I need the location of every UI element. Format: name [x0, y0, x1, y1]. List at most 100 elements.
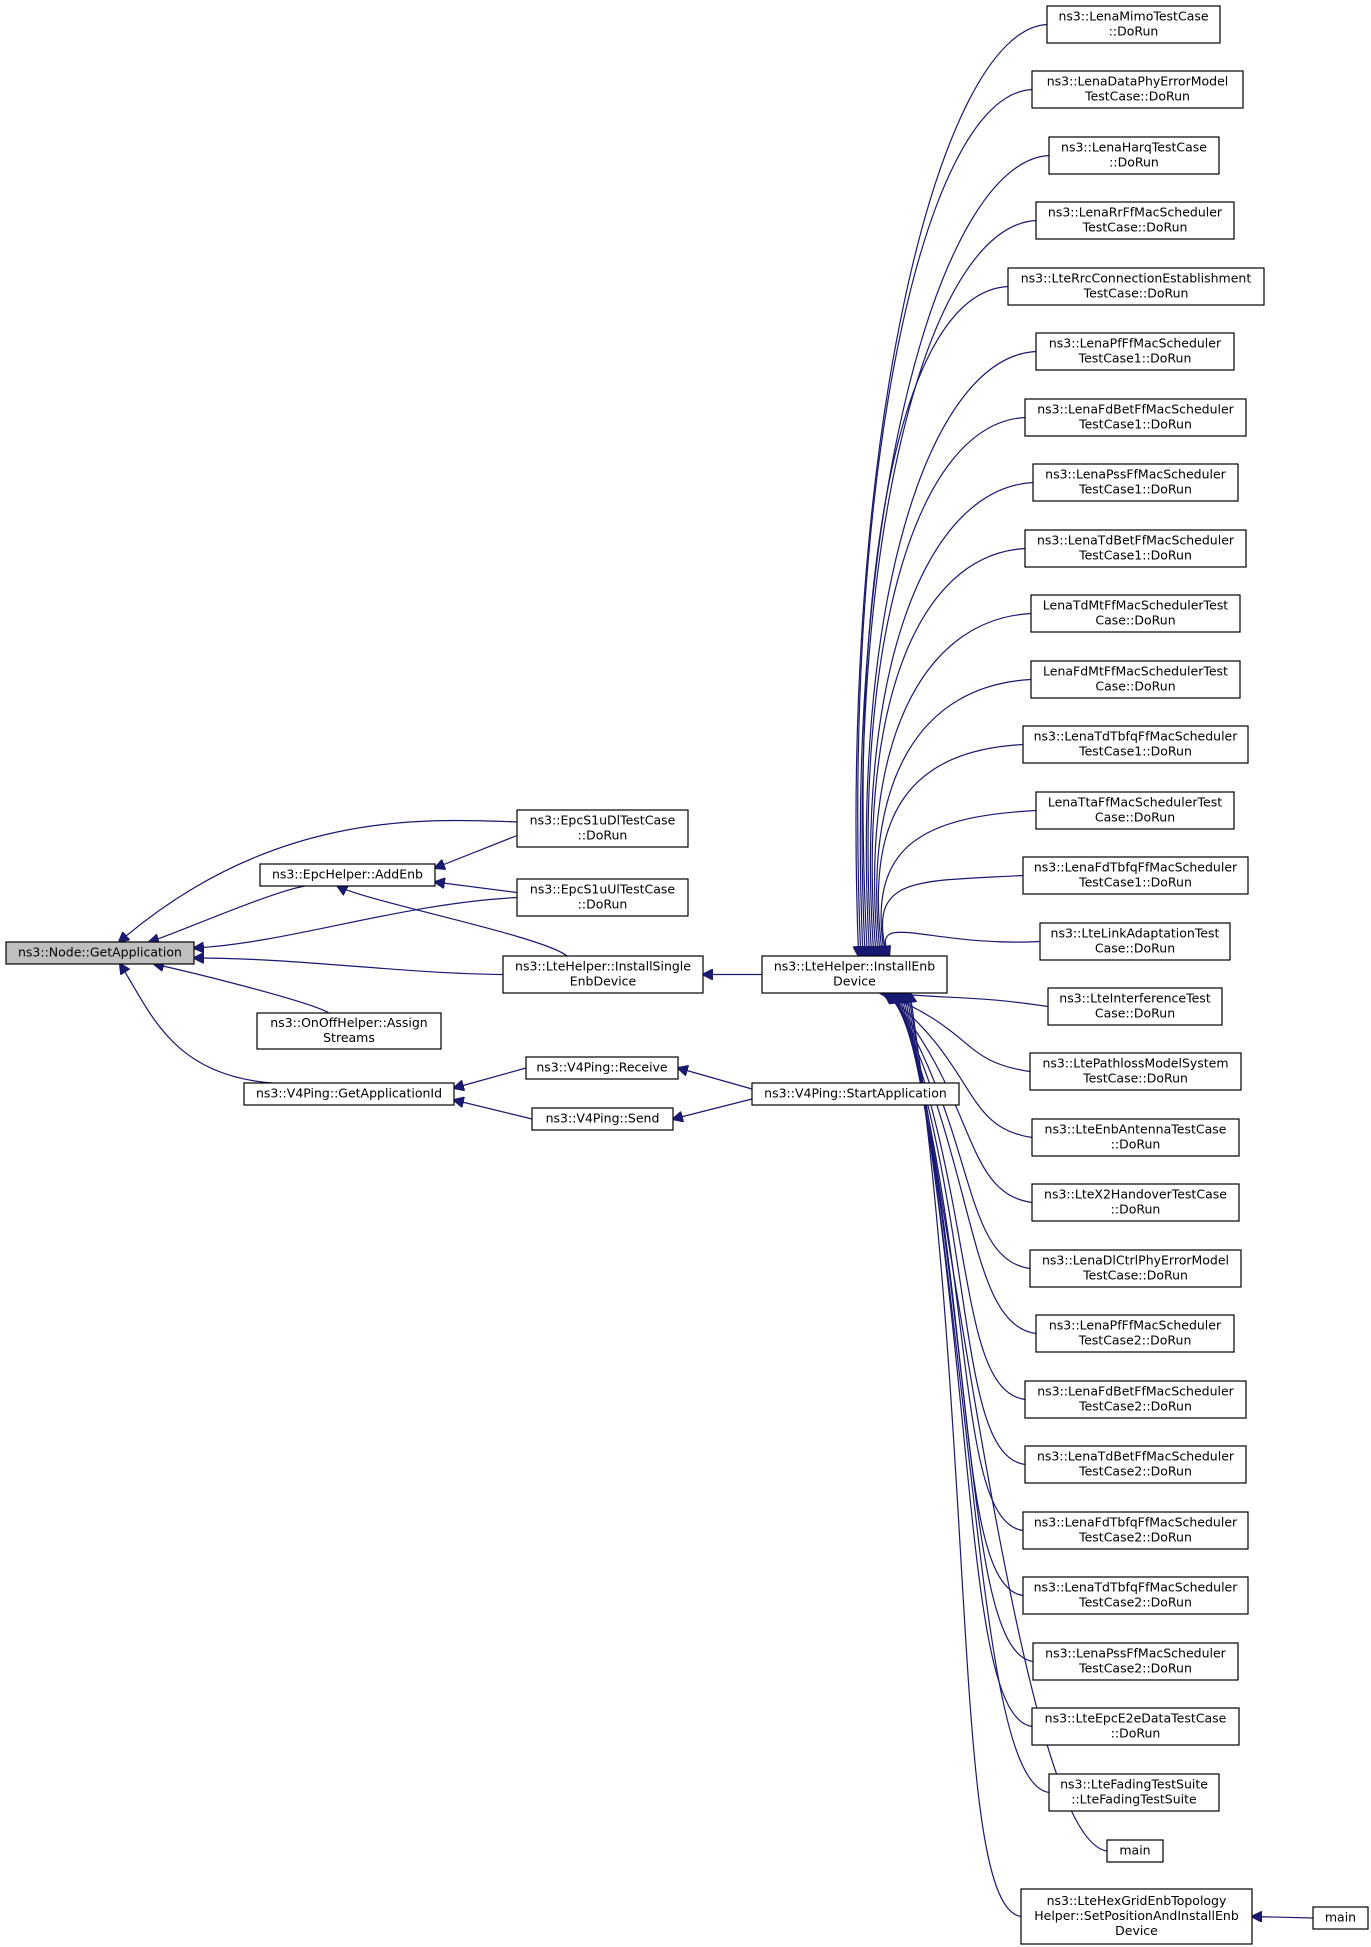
node-r14[interactable]: ns3::LenaFdTbfqFfMacSchedulerTestCase1::… — [1022, 856, 1249, 895]
node-r01-label-line-1: ::DoRun — [1109, 24, 1159, 39]
node-r25[interactable]: ns3::LenaTdTbfqFfMacSchedulerTestCase2::… — [1022, 1576, 1249, 1615]
node-r30-label-line-2: Device — [1115, 1923, 1158, 1938]
node-v4ping_getappid-label-line-0: ns3::V4Ping::GetApplicationId — [256, 1086, 442, 1101]
node-v4ping_start[interactable]: ns3::V4Ping::StartApplication — [751, 1082, 960, 1106]
node-epc_s1u_dl[interactable]: ns3::EpcS1uDlTestCase::DoRun — [516, 809, 689, 848]
node-r19-label-line-1: ::DoRun — [1111, 1202, 1161, 1217]
edge-r06-to-install_enb — [866, 350, 1037, 957]
node-r21-label-line-1: TestCase2::DoRun — [1078, 1333, 1192, 1348]
node-r24-label-line-0: ns3::LenaFdTbfqFfMacScheduler — [1034, 1515, 1238, 1530]
node-epc_s1u_ul[interactable]: ns3::EpcS1uUlTestCase::DoRun — [516, 878, 689, 917]
edge-main2-to-r30 — [1252, 1917, 1314, 1919]
node-r18-label-line-0: ns3::LteEnbAntennaTestCase — [1045, 1122, 1227, 1137]
node-r09[interactable]: ns3::LenaTdBetFfMacSchedulerTestCase1::D… — [1024, 529, 1247, 568]
node-r01[interactable]: ns3::LenaMimoTestCase::DoRun — [1046, 5, 1221, 44]
edge-epc_s1u_ul-to-add_enb — [435, 882, 518, 894]
node-add_enb[interactable]: ns3::EpcHelper::AddEnb — [259, 863, 436, 887]
node-r16-label-line-0: ns3::LteInterferenceTest — [1059, 991, 1211, 1006]
edge-r19-to-install_enb — [887, 993, 1033, 1204]
node-r08[interactable]: ns3::LenaPssFfMacSchedulerTestCase1::DoR… — [1032, 463, 1239, 502]
node-r14-box — [1022, 856, 1249, 895]
node-r15-label-line-0: ns3::LteLinkAdaptationTest — [1051, 926, 1220, 941]
node-r02-box — [1031, 70, 1244, 109]
node-r28-label-line-0: ns3::LteFadingTestSuite — [1060, 1777, 1208, 1792]
node-r28-box — [1048, 1773, 1220, 1812]
node-r21-label-line-0: ns3::LenaPfFfMacScheduler — [1049, 1318, 1222, 1333]
node-r29[interactable]: main — [1106, 1839, 1164, 1863]
node-r21-box — [1035, 1314, 1235, 1353]
node-r23-label-line-1: TestCase2::DoRun — [1078, 1464, 1192, 1479]
node-onoff_assign-label-line-1: Streams — [323, 1030, 375, 1045]
node-v4ping_send[interactable]: ns3::V4Ping::Send — [531, 1107, 674, 1131]
node-r30[interactable]: ns3::LteHexGridEnbTopologyHelper::SetPos… — [1020, 1888, 1253, 1945]
edge-r03-to-install_enb — [860, 154, 1050, 957]
node-r30-box — [1020, 1888, 1253, 1945]
edge-r15-to-install_enb — [885, 931, 1041, 956]
node-epc_s1u_dl-label-line-0: ns3::EpcS1uDlTestCase — [530, 813, 676, 828]
edge-r02-to-install_enb — [858, 88, 1033, 957]
node-r18[interactable]: ns3::LteEnbAntennaTestCase::DoRun — [1031, 1118, 1240, 1157]
node-r08-label-line-0: ns3::LenaPssFfMacScheduler — [1045, 467, 1227, 482]
edge-r01-to-install_enb — [856, 23, 1048, 957]
node-r17[interactable]: ns3::LtePathlossModelSystemTestCase::DoR… — [1029, 1052, 1242, 1091]
node-v4ping_send-box — [531, 1107, 674, 1131]
node-v4ping_getappid[interactable]: ns3::V4Ping::GetApplicationId — [243, 1082, 455, 1106]
node-install_single-label-line-0: ns3::LteHelper::InstallSingle — [515, 959, 691, 974]
edge-r28-to-install_enb — [906, 993, 1050, 1794]
node-r30-label-line-1: Helper::SetPositionAndInstallEnb — [1034, 1908, 1239, 1923]
node-r02[interactable]: ns3::LenaDataPhyErrorModelTestCase::DoRu… — [1031, 70, 1244, 109]
edge-r22-to-install_enb — [893, 993, 1026, 1401]
node-r16-box — [1047, 987, 1223, 1026]
node-r05-label-line-1: TestCase::DoRun — [1083, 286, 1189, 301]
node-r28[interactable]: ns3::LteFadingTestSuite::LteFadingTestSu… — [1048, 1773, 1220, 1812]
edge-v4ping_start-to-v4ping_receive — [678, 1068, 753, 1090]
node-r14-label-line-0: ns3::LenaFdTbfqFfMacScheduler — [1034, 860, 1238, 875]
node-r01-label-line-0: ns3::LenaMimoTestCase — [1058, 9, 1208, 24]
edge-r23-to-install_enb — [895, 993, 1026, 1466]
node-main2[interactable]: main — [1312, 1906, 1369, 1930]
node-r23-label-line-0: ns3::LenaTdBetFfMacScheduler — [1037, 1449, 1235, 1464]
node-r20-label-line-0: ns3::LenaDlCtrlPhyErrorModel — [1042, 1253, 1229, 1268]
edge-r12-to-install_enb — [878, 743, 1024, 957]
node-v4ping_start-label-line-0: ns3::V4Ping::StartApplication — [764, 1086, 947, 1101]
node-r23[interactable]: ns3::LenaTdBetFfMacSchedulerTestCase2::D… — [1024, 1445, 1247, 1484]
node-r05[interactable]: ns3::LteRrcConnectionEstablishmentTestCa… — [1007, 267, 1265, 306]
node-r03-box — [1048, 136, 1220, 175]
node-r19[interactable]: ns3::LteX2HandoverTestCase::DoRun — [1031, 1183, 1240, 1222]
node-get_application: ns3::Node::GetApplication — [5, 941, 195, 965]
edge-r04-to-install_enb — [862, 219, 1037, 957]
node-r21[interactable]: ns3::LenaPfFfMacSchedulerTestCase2::DoRu… — [1035, 1314, 1235, 1353]
node-r09-box — [1024, 529, 1247, 568]
node-r13-label-line-0: LenaTtaFfMacSchedulerTest — [1048, 795, 1222, 810]
node-r25-label-line-0: ns3::LenaTdTbfqFfMacScheduler — [1034, 1580, 1239, 1595]
node-r14-label-line-1: TestCase1::DoRun — [1078, 875, 1192, 890]
node-r24[interactable]: ns3::LenaFdTbfqFfMacSchedulerTestCase2::… — [1022, 1511, 1249, 1550]
node-r25-box — [1022, 1576, 1249, 1615]
node-r20[interactable]: ns3::LenaDlCtrlPhyErrorModelTestCase::Do… — [1029, 1249, 1242, 1288]
node-r02-label-line-0: ns3::LenaDataPhyErrorModel — [1047, 74, 1229, 89]
node-r06[interactable]: ns3::LenaPfFfMacSchedulerTestCase1::DoRu… — [1035, 332, 1235, 371]
node-v4ping_receive[interactable]: ns3::V4Ping::Receive — [525, 1056, 679, 1080]
node-r12-label-line-0: ns3::LenaTdTbfqFfMacScheduler — [1034, 729, 1239, 744]
node-r30-label-line-0: ns3::LteHexGridEnbTopology — [1047, 1893, 1227, 1908]
node-r26[interactable]: ns3::LenaPssFfMacSchedulerTestCase2::DoR… — [1032, 1642, 1239, 1681]
node-r18-label-line-1: ::DoRun — [1111, 1137, 1161, 1152]
edge-r18-to-install_enb — [885, 993, 1033, 1139]
node-r07[interactable]: ns3::LenaFdBetFfMacSchedulerTestCase1::D… — [1024, 398, 1247, 437]
node-install_enb-label-line-0: ns3::LteHelper::InstallEnb — [774, 959, 935, 974]
node-r27[interactable]: ns3::LteEpcE2eDataTestCase::DoRun — [1031, 1707, 1240, 1746]
node-r12[interactable]: ns3::LenaTdTbfqFfMacSchedulerTestCase1::… — [1022, 725, 1249, 764]
node-r03[interactable]: ns3::LenaHarqTestCase::DoRun — [1048, 136, 1220, 175]
node-r22[interactable]: ns3::LenaFdBetFfMacSchedulerTestCase2::D… — [1024, 1380, 1247, 1419]
node-r06-box — [1035, 332, 1235, 371]
